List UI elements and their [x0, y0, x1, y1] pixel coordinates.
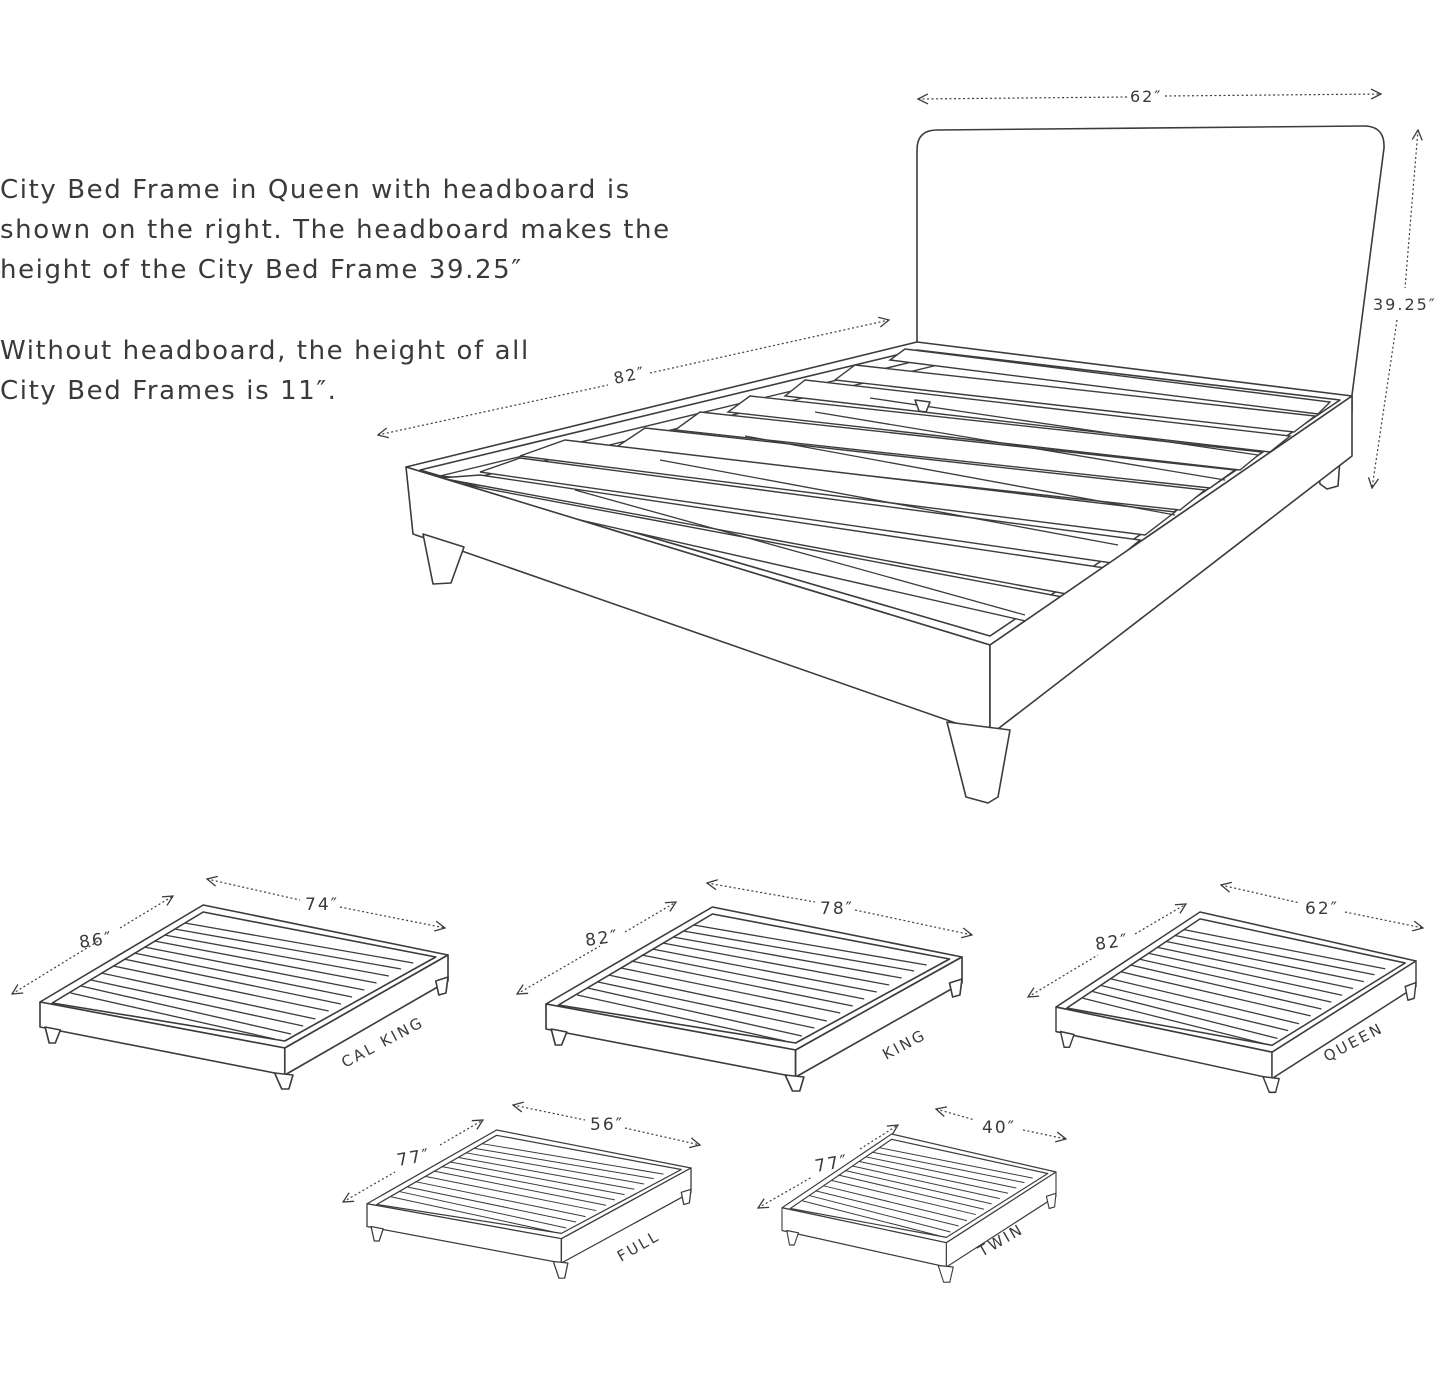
dimension-height: 39.25″	[1372, 130, 1437, 488]
full-length-label: 77″	[395, 1145, 432, 1171]
width-label: 62″	[1130, 87, 1162, 106]
height-label: 39.25″	[1373, 295, 1437, 314]
cal-king-width-label: 74″	[305, 895, 339, 915]
dimension-width: 62″	[918, 87, 1381, 106]
king-width-label: 78″	[820, 899, 854, 919]
bed-front-legs	[422, 533, 1011, 804]
king-length-label: 82″	[584, 926, 620, 951]
bed-frame-full: 77″ 56″ FULL	[343, 1105, 700, 1279]
bed-frame-cal-king: 86″ 74″ CAL KING	[12, 879, 449, 1090]
bed-frame-king: 82″ 78″ KING	[517, 883, 972, 1092]
queen-bed-with-headboard: 62″ 39.25″ 82″	[378, 87, 1437, 804]
full-width-label: 56″	[590, 1115, 624, 1135]
bed-frame-twin: 77″ 40″ TWIN	[758, 1109, 1066, 1283]
queen-length-label: 82″	[1094, 930, 1130, 955]
cal-king-length-label: 86″	[78, 928, 114, 953]
description-paragraph-headboard: City Bed Frame in Queen with headboard i…	[0, 175, 671, 285]
bed-slats	[428, 348, 1332, 623]
length-label: 82″	[612, 363, 648, 388]
king-size-label: KING	[879, 1026, 929, 1064]
twin-width-label: 40″	[982, 1118, 1016, 1138]
bed-frame-queen: 82″ 62″ QUEEN	[1028, 885, 1423, 1094]
description-paragraph-height: Without headboard, the height of all Cit…	[0, 336, 530, 406]
queen-width-label: 62″	[1305, 899, 1339, 919]
full-size-label: FULL	[614, 1227, 663, 1266]
